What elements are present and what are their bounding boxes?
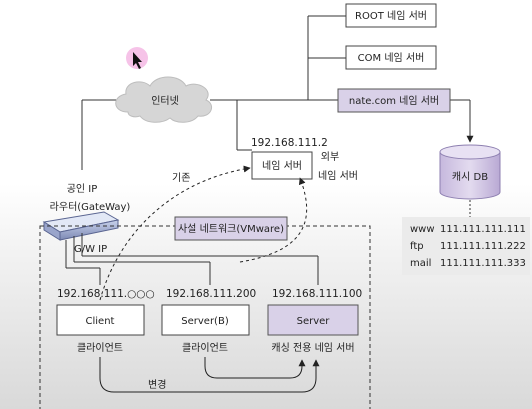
record-name: ftp [410,241,424,252]
private-network-tag: 사설 네트워크(VMware) [174,216,288,241]
cache-db-icon: 캐시 DB [439,144,501,200]
client-label: Client [86,316,115,327]
server-caption: 캐싱 전용 네임 서버 [271,341,354,354]
serverb-node: Server(B) [161,304,250,336]
com-server-label: COM 네임 서버 [358,51,425,64]
nate-name-server: nate.com 네임 서버 [337,88,451,113]
com-name-server: COM 네임 서버 [345,45,437,70]
external-label-1: 외부 [321,151,339,163]
serverb-caption: 클라이언트 [182,342,228,354]
public-ip-label: 공인 IP [67,183,98,195]
record-name: www [410,224,435,235]
change-label: 변경 [148,378,166,391]
name-server-label: 네임 서버 [262,159,302,172]
name-server: 네임 서버 [251,151,313,180]
internet-label: 인터넷 [151,95,179,107]
serverb-label: Server(B) [181,316,229,327]
gw-ip-label: G/W IP [74,244,107,255]
root-name-server: ROOT 네임 서버 [345,3,437,28]
root-server-label: ROOT 네임 서버 [355,9,427,22]
lan-lines [65,233,319,285]
nate-server-label: nate.com 네임 서버 [349,94,439,107]
server-node: Server [267,304,359,336]
record-ip: 111.111.111.333 [440,258,526,269]
router-label: 라우터(GateWay) [50,201,131,213]
client-ip: 192.168.111.○○○ [57,288,155,300]
forward-query-arrow [239,177,308,263]
change-arrow [99,357,320,393]
name-server-ip: 192.168.111.2 [251,137,328,149]
client-caption: 클라이언트 [77,342,123,354]
serverb-ip: 192.168.111.200 [166,288,256,300]
external-label-2: 네임 서버 [318,169,358,182]
record-ip: 111.111.111.111 [440,224,526,235]
server-ip: 192.168.111.100 [272,288,362,300]
cache-db-label: 캐시 DB [452,171,488,183]
server-label: Server [297,316,331,327]
client-node: Client [56,304,145,336]
cache-records: www 111.111.111.111 ftp 111.111.111.222 … [402,217,530,275]
existing-label: 기존 [172,172,190,184]
existing-query-arrow [99,165,251,301]
record-ip: 111.111.111.222 [440,241,526,252]
private-network-label: 사설 네트워크(VMware) [178,222,284,235]
cursor-icon [126,47,148,69]
serverb-change-arrow [204,357,306,379]
record-name: mail [410,258,431,269]
internet-cloud-icon: 인터넷 [115,76,213,123]
